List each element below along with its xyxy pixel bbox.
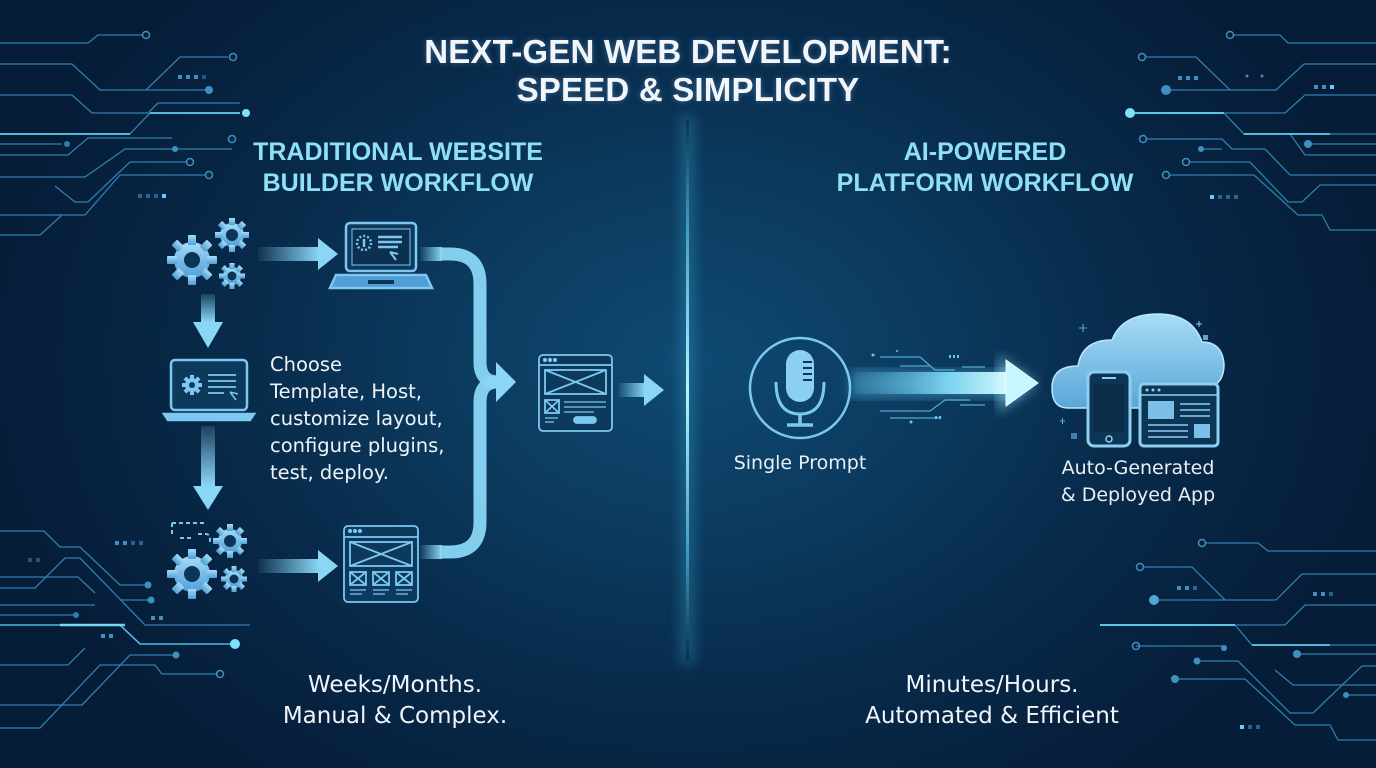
gears-icon [167, 218, 249, 289]
heading-line-1: AI-POWERED [903, 138, 1067, 166]
heading-line-2: BUILDER WORKFLOW [262, 169, 534, 197]
step-line: configure plugins, [270, 434, 445, 457]
arrow-right-icon [258, 550, 338, 582]
circuit-decoration-bottom-left [0, 530, 250, 729]
ai-workflow-diagram [748, 313, 1225, 448]
gears-config-icon [167, 522, 247, 599]
arrow-right-icon [618, 374, 664, 406]
arrow-right-icon [258, 238, 338, 270]
footer-line: Manual & Complex. [282, 703, 508, 729]
center-divider [686, 120, 689, 660]
label-line: & Deployed App [1060, 484, 1216, 506]
title-line-2: SPEED & SIMPLICITY [516, 71, 860, 108]
arrow-down-icon [193, 426, 223, 510]
circuit-decoration-bottom-right [1100, 538, 1376, 741]
footer-line: Automated & Efficient [865, 703, 1119, 729]
page-title: NEXT-GEN WEB DEVELOPMENT: SPEED & SIMPLI… [0, 33, 1376, 109]
ai-workflow-heading: AI-POWERED PLATFORM WORKFLOW [775, 137, 1195, 199]
footer-line: Weeks/Months. [307, 672, 483, 698]
traditional-footer: Weeks/Months. Manual & Complex. [185, 670, 605, 732]
step-line: Choose [270, 353, 342, 376]
traditional-workflow-heading: TRADITIONAL WEBSITE BUILDER WORKFLOW [188, 137, 608, 199]
merge-connector-icon [420, 247, 516, 559]
microphone-icon [748, 336, 852, 440]
glowing-arrow-icon [850, 350, 1039, 424]
traditional-steps-text: Choose Template, Host, customize layout,… [270, 351, 444, 486]
arrow-down-icon [193, 294, 223, 348]
single-prompt-label: Single Prompt [733, 452, 867, 474]
wireframe-page-icon [343, 525, 419, 603]
step-line: test, deploy. [270, 461, 389, 484]
wireframe-result-icon [538, 354, 613, 432]
title-line-1: NEXT-GEN WEB DEVELOPMENT: [424, 33, 952, 70]
circuit-decoration-top-left [0, 30, 250, 236]
auto-generated-app-label: Auto-Generated & Deployed App [1038, 455, 1238, 509]
label-line: Auto-Generated [1061, 457, 1215, 479]
laptop-settings-icon [161, 358, 257, 422]
heading-line-1: TRADITIONAL WEBSITE [253, 138, 543, 166]
step-line: Template, Host, [270, 380, 422, 403]
step-line: customize layout, [270, 407, 443, 430]
traditional-workflow-diagram [161, 218, 664, 603]
laptop-setup-icon [328, 221, 434, 290]
footer-line: Minutes/Hours. [905, 672, 1079, 698]
circuit-decoration-top-right [1125, 30, 1376, 231]
heading-line-2: PLATFORM WORKFLOW [836, 169, 1134, 197]
cloud-app-icon [1051, 313, 1225, 448]
ai-footer: Minutes/Hours. Automated & Efficient [782, 670, 1202, 732]
